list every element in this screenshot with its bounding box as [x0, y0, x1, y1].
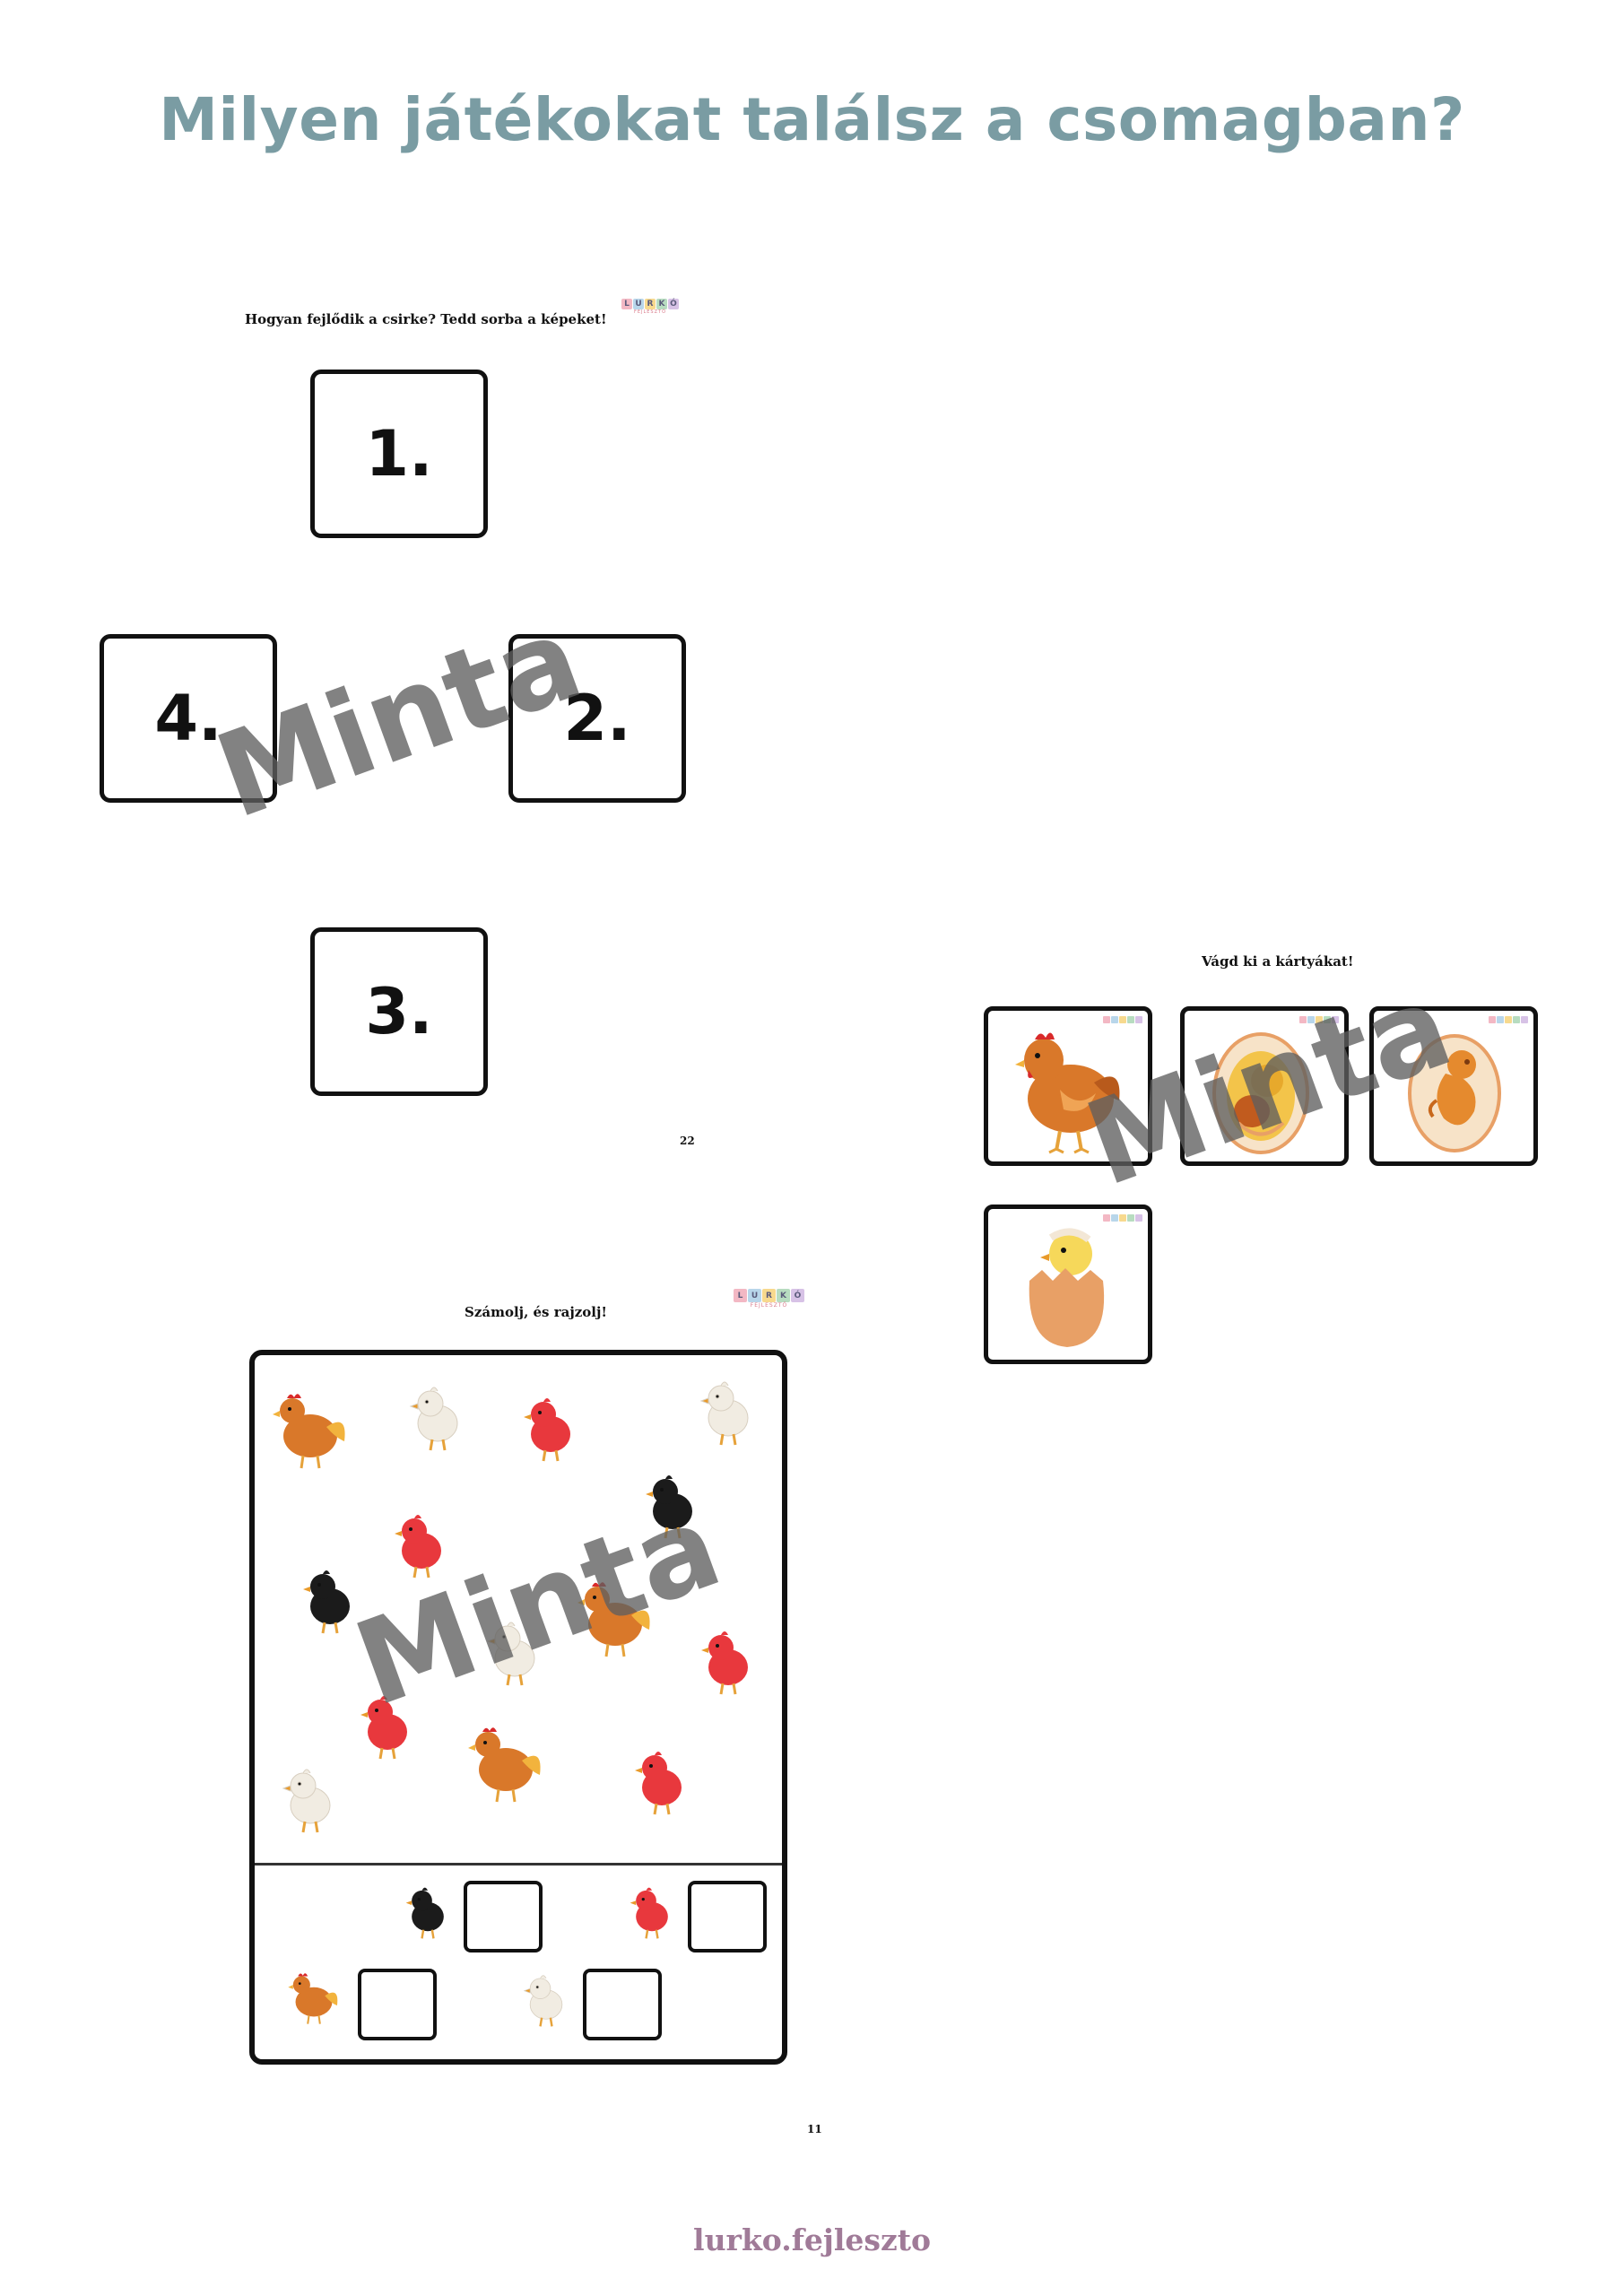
- sequence-box-1: 1.: [310, 370, 488, 538]
- mini-logo: [1103, 1016, 1142, 1023]
- hatching-chick-icon: [1029, 1228, 1105, 1347]
- hen-icon: [1015, 1032, 1120, 1154]
- red-chick-icon: [630, 1886, 670, 1940]
- black-chick-icon: [405, 1886, 446, 1940]
- mini-logo: [1103, 1214, 1142, 1222]
- counting-instruction: Számolj, és rajzolj!: [465, 1304, 608, 1320]
- white-chick-icon: [409, 1386, 459, 1452]
- answer-box-black-chick[interactable]: [464, 1881, 543, 1952]
- card-chick-in-egg: [1180, 1006, 1349, 1166]
- sequence-box-4: 4.: [100, 634, 277, 803]
- answer-box-hen[interactable]: [358, 1969, 437, 2040]
- card-hen: [984, 1006, 1152, 1166]
- white-chick-icon: [524, 1974, 564, 2028]
- red-chick-icon: [633, 1750, 683, 1816]
- lurko-logo: L U R K Ó FEJLESZTŐ: [621, 299, 679, 315]
- mini-logo: [1299, 1016, 1339, 1023]
- sequence-box-2: 2.: [508, 634, 686, 803]
- answer-box-white-chick[interactable]: [583, 1969, 662, 2040]
- card-embryo-in-egg: [1369, 1006, 1538, 1166]
- white-chick-icon: [486, 1621, 536, 1687]
- black-chick-icon: [644, 1474, 694, 1540]
- chick-embryo-icon: [1212, 1032, 1309, 1154]
- hen-icon: [271, 1392, 347, 1470]
- red-chick-icon: [393, 1513, 443, 1579]
- lurko-logo: L U R K Ó FEJLESZTŐ: [734, 1289, 804, 1309]
- counting-sheet: [249, 1350, 787, 2065]
- card-hatching-chick: [984, 1205, 1152, 1364]
- red-chick-icon: [699, 1630, 750, 1696]
- embryo-icon: [1408, 1034, 1501, 1152]
- white-chick-icon: [699, 1380, 750, 1447]
- page-number: 22: [680, 1135, 695, 1147]
- hen-icon: [576, 1580, 652, 1658]
- sequence-instruction: Hogyan fejlődik a csirke? Tedd sorba a k…: [245, 311, 607, 327]
- page-number: 11: [807, 2123, 822, 2135]
- page-title: Milyen játékokat találsz a csomagban?: [159, 85, 1465, 154]
- white-chick-icon: [282, 1768, 332, 1834]
- red-chick-icon: [359, 1694, 409, 1761]
- answer-box-red-chick[interactable]: [688, 1881, 767, 1952]
- sequence-box-3: 3.: [310, 927, 488, 1096]
- birds-scene: [271, 1380, 750, 1834]
- footer-handle: lurko.fejleszto: [693, 2222, 931, 2257]
- hen-icon: [287, 1972, 339, 2025]
- hen-icon: [466, 1726, 543, 1804]
- cards-instruction: Vágd ki a kártyákat!: [1202, 953, 1354, 970]
- mini-logo: [1489, 1016, 1528, 1023]
- black-chick-icon: [301, 1569, 352, 1635]
- sheet-divider: [255, 1863, 782, 1866]
- red-chick-icon: [522, 1396, 572, 1463]
